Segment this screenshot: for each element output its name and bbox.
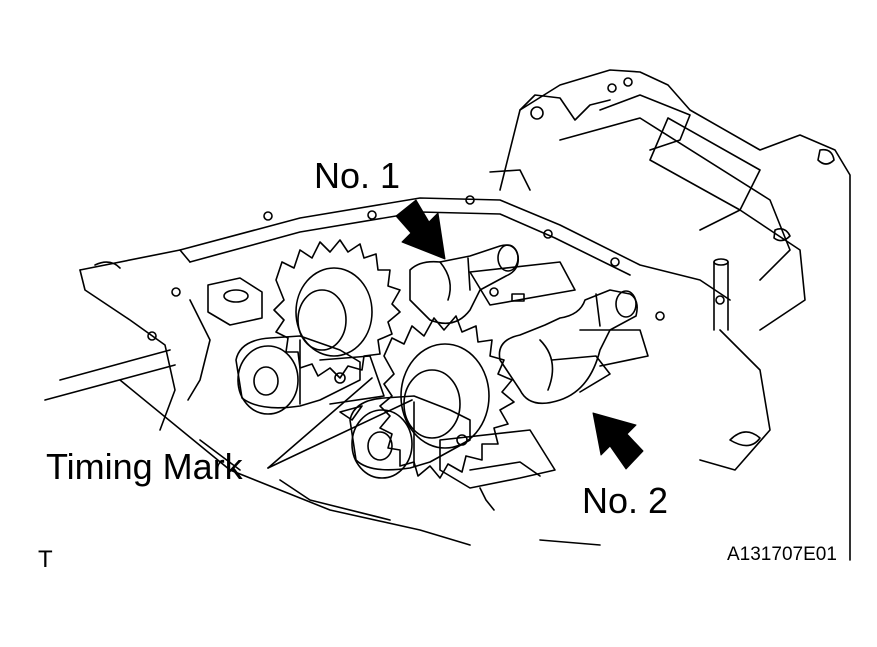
no1-arrow-icon	[395, 199, 446, 260]
balance-shaft-no2	[498, 289, 649, 405]
view-letter: T	[38, 546, 53, 573]
engine-housing	[44, 69, 851, 561]
shaft-journals	[235, 335, 556, 511]
no2-arrow-icon	[592, 412, 644, 470]
timing-mark-label: Timing Mark	[46, 446, 243, 487]
figure-code: A131707E01	[727, 544, 837, 565]
drive-gear-rear	[273, 239, 401, 379]
balance-shaft-no1	[409, 244, 576, 325]
no2-label: No. 2	[582, 480, 669, 521]
timing-mark-leader-lines	[267, 377, 413, 469]
no1-label: No. 1	[314, 155, 401, 196]
